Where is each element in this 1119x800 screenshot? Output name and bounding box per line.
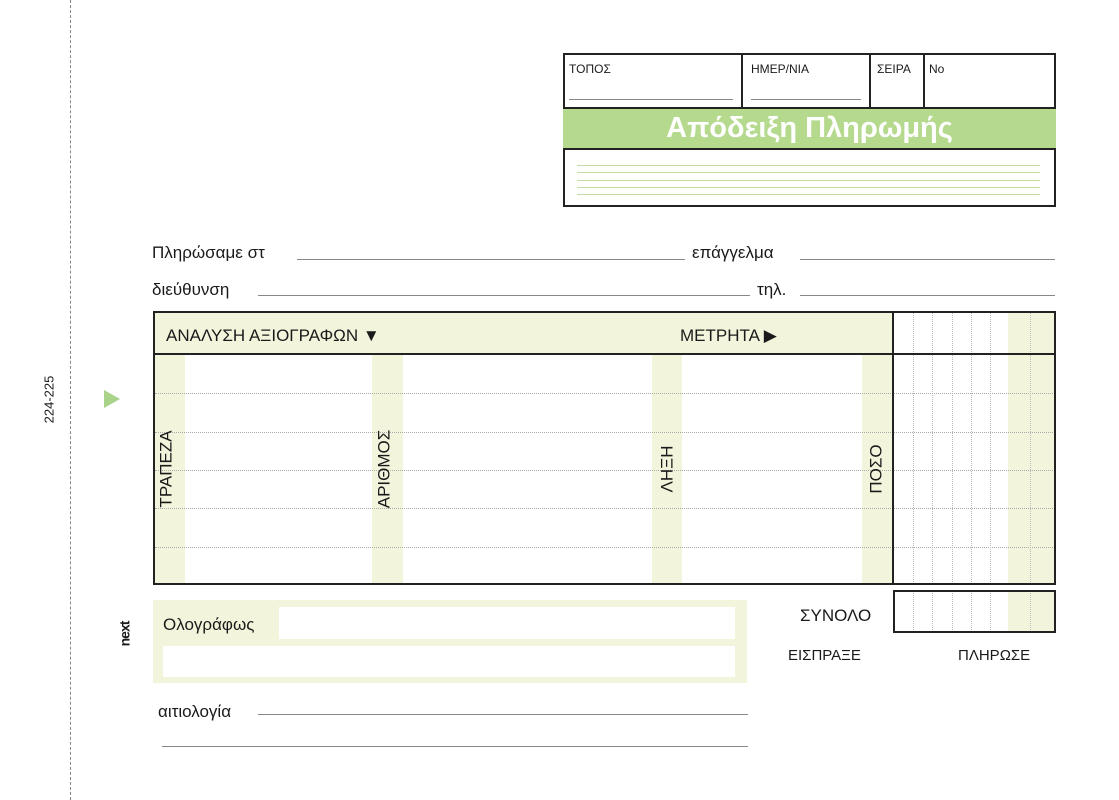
column-expiry: ΛΗΞΗ (657, 445, 677, 493)
total-field[interactable] (893, 590, 1056, 633)
received-by-label: ΕΙΣΠΡΑΞΕ (788, 647, 861, 664)
place-label: ΤΟΠΟΣ (569, 62, 611, 76)
form-code: 224-225 (41, 375, 57, 424)
series-label: ΣΕΙΡΑ (877, 62, 911, 76)
profession-field[interactable] (800, 259, 1055, 260)
in-words-label: Ολογράφως (163, 615, 255, 634)
address-field[interactable] (258, 295, 750, 296)
place-field[interactable] (569, 99, 733, 100)
cheques-table (153, 311, 1056, 585)
address-label: διεύθυνση (152, 280, 230, 299)
document-title: Απόδειξη Πληρωμής (563, 107, 1056, 150)
date-label: ΗΜΕΡ/ΝΙΑ (751, 62, 810, 76)
profession-label: επάγγελμα (692, 243, 774, 262)
phone-label: τηλ. (757, 280, 787, 299)
brand-logo: next (116, 621, 133, 647)
reason-label: αιτιολογία (158, 702, 232, 721)
paid-to-label: Πληρώσαμε στ (152, 243, 265, 262)
column-bank: ΤΡΑΠΕΖΑ (156, 430, 176, 508)
paid-by-label: ΠΛΗΡΩΣΕ (958, 647, 1031, 664)
in-words-field-2[interactable] (163, 646, 735, 677)
paid-to-field[interactable] (297, 259, 685, 260)
total-label: ΣΥΝΟΛΟ (800, 606, 872, 625)
in-words-field-1[interactable] (279, 607, 735, 639)
cheques-analysis-header: ΑΝΑΛΥΣΗ ΑΞΙΟΓΡΑΦΩΝ ▼ (166, 326, 380, 345)
triangle-marker-icon (104, 390, 120, 408)
cash-header: ΜΕΤΡΗΤΑ ▶ (680, 326, 777, 345)
column-amount: ΠΟΣΟ (866, 444, 886, 494)
date-field[interactable] (751, 99, 861, 100)
reason-field-2[interactable] (162, 746, 748, 747)
column-number: ΑΡΙΘΜΟΣ (374, 429, 394, 509)
perforation-line (70, 0, 71, 800)
reason-field-1[interactable] (258, 714, 748, 715)
phone-field[interactable] (800, 295, 1055, 296)
number-label: No (929, 62, 945, 76)
